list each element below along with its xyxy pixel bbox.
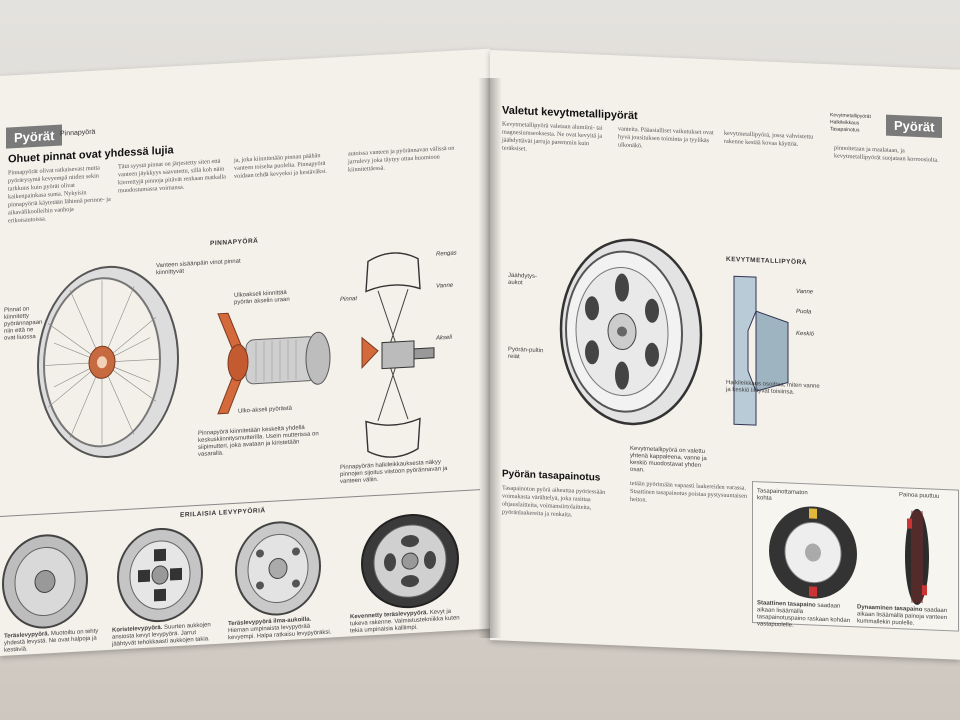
- label-puola: Puola: [796, 308, 812, 316]
- label-tyre: Rengas: [436, 250, 457, 258]
- balance-col-2: tetään pyörimään vapaasti laakereiden va…: [630, 479, 748, 504]
- wheel-vented: [235, 521, 321, 616]
- label-akseli: Akseli: [436, 334, 453, 342]
- section-sub: Pinnapyörä: [60, 128, 96, 138]
- label-spokes: Pinnat on kiinnitetty pyörännapaan niin …: [4, 306, 43, 342]
- label-bolts: Pyörän-pultin reiät: [508, 346, 544, 361]
- section-small-2: Halkileikkaus: [830, 119, 860, 127]
- right-intro-col-4: pinnoitetaan ja maalataan, ja kevytmetal…: [834, 144, 939, 164]
- right-heading: Valetut kevytmetallipyörät: [502, 104, 638, 123]
- open-book: Pyörät Pinnapyörä Ohuet pinnat ovat yhde…: [0, 38, 960, 660]
- wheel-steel: [2, 534, 88, 629]
- right-intro-col-1: Kevytmetallipyörä valetaan alumiini- tai…: [502, 120, 603, 153]
- balance-illustration: [769, 506, 929, 605]
- spoke-wheel-illustration: [37, 265, 179, 459]
- book-spine-shadow: [478, 78, 502, 638]
- caption-dynamic: Dynaaminen tasapaino saadaan aikaan lisä…: [857, 604, 948, 627]
- intro-col-3: ja, joka kiinnitetään pinnan päähän vant…: [234, 152, 327, 180]
- alloy-cross-section: [733, 275, 789, 426]
- wheel-lightened: [361, 513, 459, 609]
- right-intro-col-2: vanteita. Pääasialliset vaikutukset ovat…: [618, 125, 714, 150]
- label-vanne: Vanne: [436, 282, 454, 290]
- hub-spinner-illustration: [217, 312, 331, 415]
- section-small-3: Tasapainotus: [830, 126, 860, 134]
- diagram-title: PINNAPYÖRÄ: [210, 237, 259, 248]
- caption-static: Staattinen tasapaino saadaan aikaan lisä…: [757, 600, 851, 629]
- section-tab: Pyörät: [6, 124, 63, 149]
- intro-col-4: autoissa vanteen ja pyörännavan välissä …: [348, 144, 455, 174]
- wheel-variants: [2, 513, 459, 629]
- label-static: Tasapainottamaton kohta: [757, 488, 808, 502]
- balance-box: Tasapainottamaton kohta Painoa puuttuu S…: [752, 480, 959, 632]
- left-page: Pyörät Pinnapyörä Ohuet pinnat ovat yhde…: [0, 48, 490, 657]
- right-intro-col-3: kevytmetallipyörä, jossa vahvistettu rak…: [724, 129, 814, 148]
- label-pinnat: Pinnat: [340, 296, 358, 303]
- wheel-caption-3: Teräslevypyörä ilma-aukoilla. Hieman ump…: [228, 616, 332, 642]
- intro-col-1: Pinnapyörät olivat ratkaisevast mutta py…: [8, 164, 111, 225]
- wheel-rostyle: [117, 527, 203, 623]
- caption-section: Pinnapyörän halkileikkauksesta näkyy pin…: [340, 459, 448, 485]
- label-cooling: Jäähdytys-aukot: [508, 272, 538, 287]
- balance-heading: Pyörän tasapainotus: [502, 468, 601, 484]
- wheel-caption-1: Teräslevypyörä. Muotoiltu on tehty yhdes…: [4, 628, 99, 654]
- balance-col-1: Tasapainoton pyörä aiheuttaa pyöriessään…: [502, 484, 606, 519]
- label-vanne-right: Vanne: [796, 288, 814, 296]
- box-title: ERILAISIA LEVYPYÖRIÄ: [180, 507, 266, 519]
- alloy-wheel-illustration: [559, 238, 703, 426]
- wheel-cross-section: [361, 252, 435, 458]
- section-tab-right: Pyörät: [886, 114, 943, 138]
- caption-hub: Pinnapyörä kiinnitetään keskeltä yhdellä…: [198, 424, 319, 458]
- intro-col-2: Tätä syystä pinnat on järjestetty siten …: [118, 157, 226, 195]
- label-keskio: Keskiö: [796, 330, 815, 338]
- right-page: Kevytmetallipyörät Halkileikkaus Tasapai…: [490, 50, 960, 660]
- alloy-diagram-title: KEVYTMETALLIPYÖRÄ: [726, 255, 807, 267]
- caption-alloy: Kevytmetallipyörä on valettu yhtenä kapp…: [630, 445, 707, 474]
